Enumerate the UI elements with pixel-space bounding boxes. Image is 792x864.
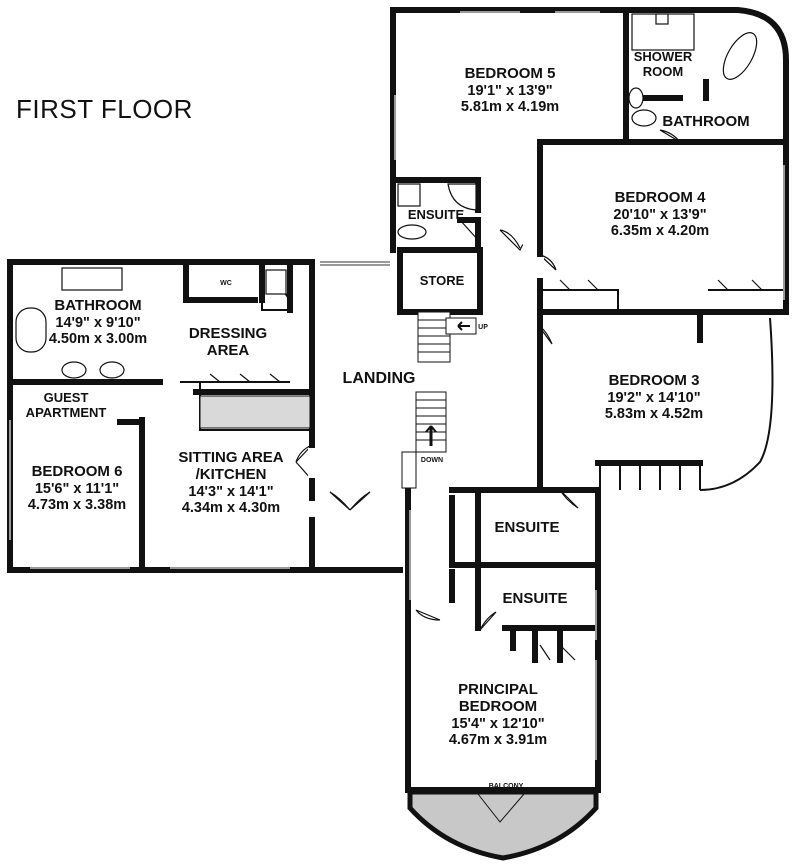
room-bedroom-6: BEDROOM 6 15'6" x 11'1" 4.73m x 3.38m <box>27 463 127 514</box>
room-metric: 4.67m x 3.91m <box>448 731 548 748</box>
room-name: SITTING AREA <box>178 449 284 466</box>
room-name: ENSUITE <box>502 590 568 607</box>
wall-ensuite2 <box>475 562 601 631</box>
room-sitting-area-kitchen: SITTING AREA /KITCHEN 14'3" x 14'1" 4.34… <box>178 449 284 516</box>
fixtures <box>15 13 758 379</box>
balcony <box>407 789 599 861</box>
room-imperial: 19'1" x 13'9" <box>467 82 553 99</box>
room-imperial: 20'10" x 13'9" <box>613 206 707 223</box>
wall-top-block <box>390 7 789 151</box>
room-ensuite-2: ENSUITE <box>502 590 568 608</box>
room-name: ENSUITE <box>494 519 560 536</box>
room-bathroom-guest: BATHROOM 14'9" x 9'10" 4.50m x 3.00m <box>48 297 148 348</box>
room-name: LANDING <box>342 370 416 387</box>
room-shower-room: SHOWER ROOM <box>633 49 693 79</box>
wall-wardrobe-principal <box>510 629 563 663</box>
stairs-down-label: DOWN <box>420 457 444 464</box>
floor-title: FIRST FLOOR <box>16 94 193 124</box>
room-name: /KITCHEN <box>195 465 267 483</box>
room-name: BEDROOM 4 <box>614 189 706 206</box>
wall-store <box>397 247 483 315</box>
room-name: STORE <box>419 273 465 288</box>
wall-ensuite-right <box>457 217 481 248</box>
room-name: DRESSING <box>188 325 268 342</box>
room-imperial: 15'6" x 11'1" <box>34 480 120 497</box>
wall-bedroom6-right <box>117 417 145 573</box>
bed3-curve <box>699 317 774 491</box>
room-guest-apartment: GUEST APARTMENT <box>25 390 107 420</box>
stairs-down <box>401 391 447 489</box>
room-store: STORE <box>419 273 465 289</box>
room-name: BATHROOM <box>662 113 750 130</box>
room-name: BEDROOM 3 <box>608 372 700 389</box>
room-name: APARTMENT <box>25 404 107 420</box>
room-name: BATHROOM <box>54 297 142 314</box>
room-metric: 5.83m x 4.52m <box>604 406 704 423</box>
balcony-label: BALCONY <box>488 783 524 790</box>
room-bedroom-4: BEDROOM 4 20'10" x 13'9" 6.35m x 4.20m <box>610 189 710 240</box>
room-bathroom-top: BATHROOM <box>662 113 750 131</box>
room-dressing-area: DRESSING AREA <box>188 325 268 360</box>
room-name: BEDROOM 6 <box>31 463 123 480</box>
wall-ensuite-top <box>390 177 481 213</box>
room-name: ENSUITE <box>407 207 465 222</box>
room-name: BEDROOM 5 <box>464 65 556 82</box>
room-landing: LANDING <box>343 370 416 388</box>
room-metric: 4.34m x 4.30m <box>181 499 281 516</box>
room-name: BEDROOM <box>458 697 538 715</box>
guest-basin-counter <box>61 267 123 291</box>
room-name: PRINCIPAL <box>458 681 538 698</box>
room-wc: WC <box>220 280 232 287</box>
room-ensuite-top: ENSUITE <box>407 207 465 223</box>
room-imperial: 14'3" x 14'1" <box>188 483 274 500</box>
room-metric: 5.81m x 4.19m <box>460 99 560 116</box>
room-name: AREA <box>206 341 250 359</box>
kitchen-counter <box>199 395 311 429</box>
room-metric: 4.73m x 3.38m <box>27 497 127 514</box>
wall-dressing-right <box>259 259 293 313</box>
stairs-up <box>417 311 477 363</box>
bathtub-top <box>722 32 758 80</box>
room-bedroom-3: BEDROOM 3 19'2" x 14'10" 5.83m x 4.52m <box>604 372 704 423</box>
stairs-up-label: UP <box>478 324 488 331</box>
room-metric: 4.50m x 3.00m <box>48 331 148 348</box>
room-imperial: 14'9" x 9'10" <box>55 314 141 331</box>
room-principal-bedroom: PRINCIPAL BEDROOM 15'4" x 12'10" 4.67m x… <box>448 681 548 748</box>
wall-dressing-left <box>183 259 258 303</box>
room-name: SHOWER <box>633 49 693 64</box>
room-ensuite-1: ENSUITE <box>494 519 560 537</box>
room-metric: 6.35m x 4.20m <box>610 223 710 240</box>
guest-bathtub <box>15 307 47 353</box>
room-name: GUEST <box>43 390 89 405</box>
shower-tray <box>631 13 695 51</box>
wall-bedroom4 <box>537 139 789 315</box>
room-imperial: 15'4" x 12'10" <box>451 715 545 732</box>
room-name: ROOM <box>642 63 684 79</box>
room-imperial: 19'2" x 14'10" <box>607 389 701 406</box>
room-bedroom-5: BEDROOM 5 19'1" x 13'9" 5.81m x 4.19m <box>460 65 560 116</box>
